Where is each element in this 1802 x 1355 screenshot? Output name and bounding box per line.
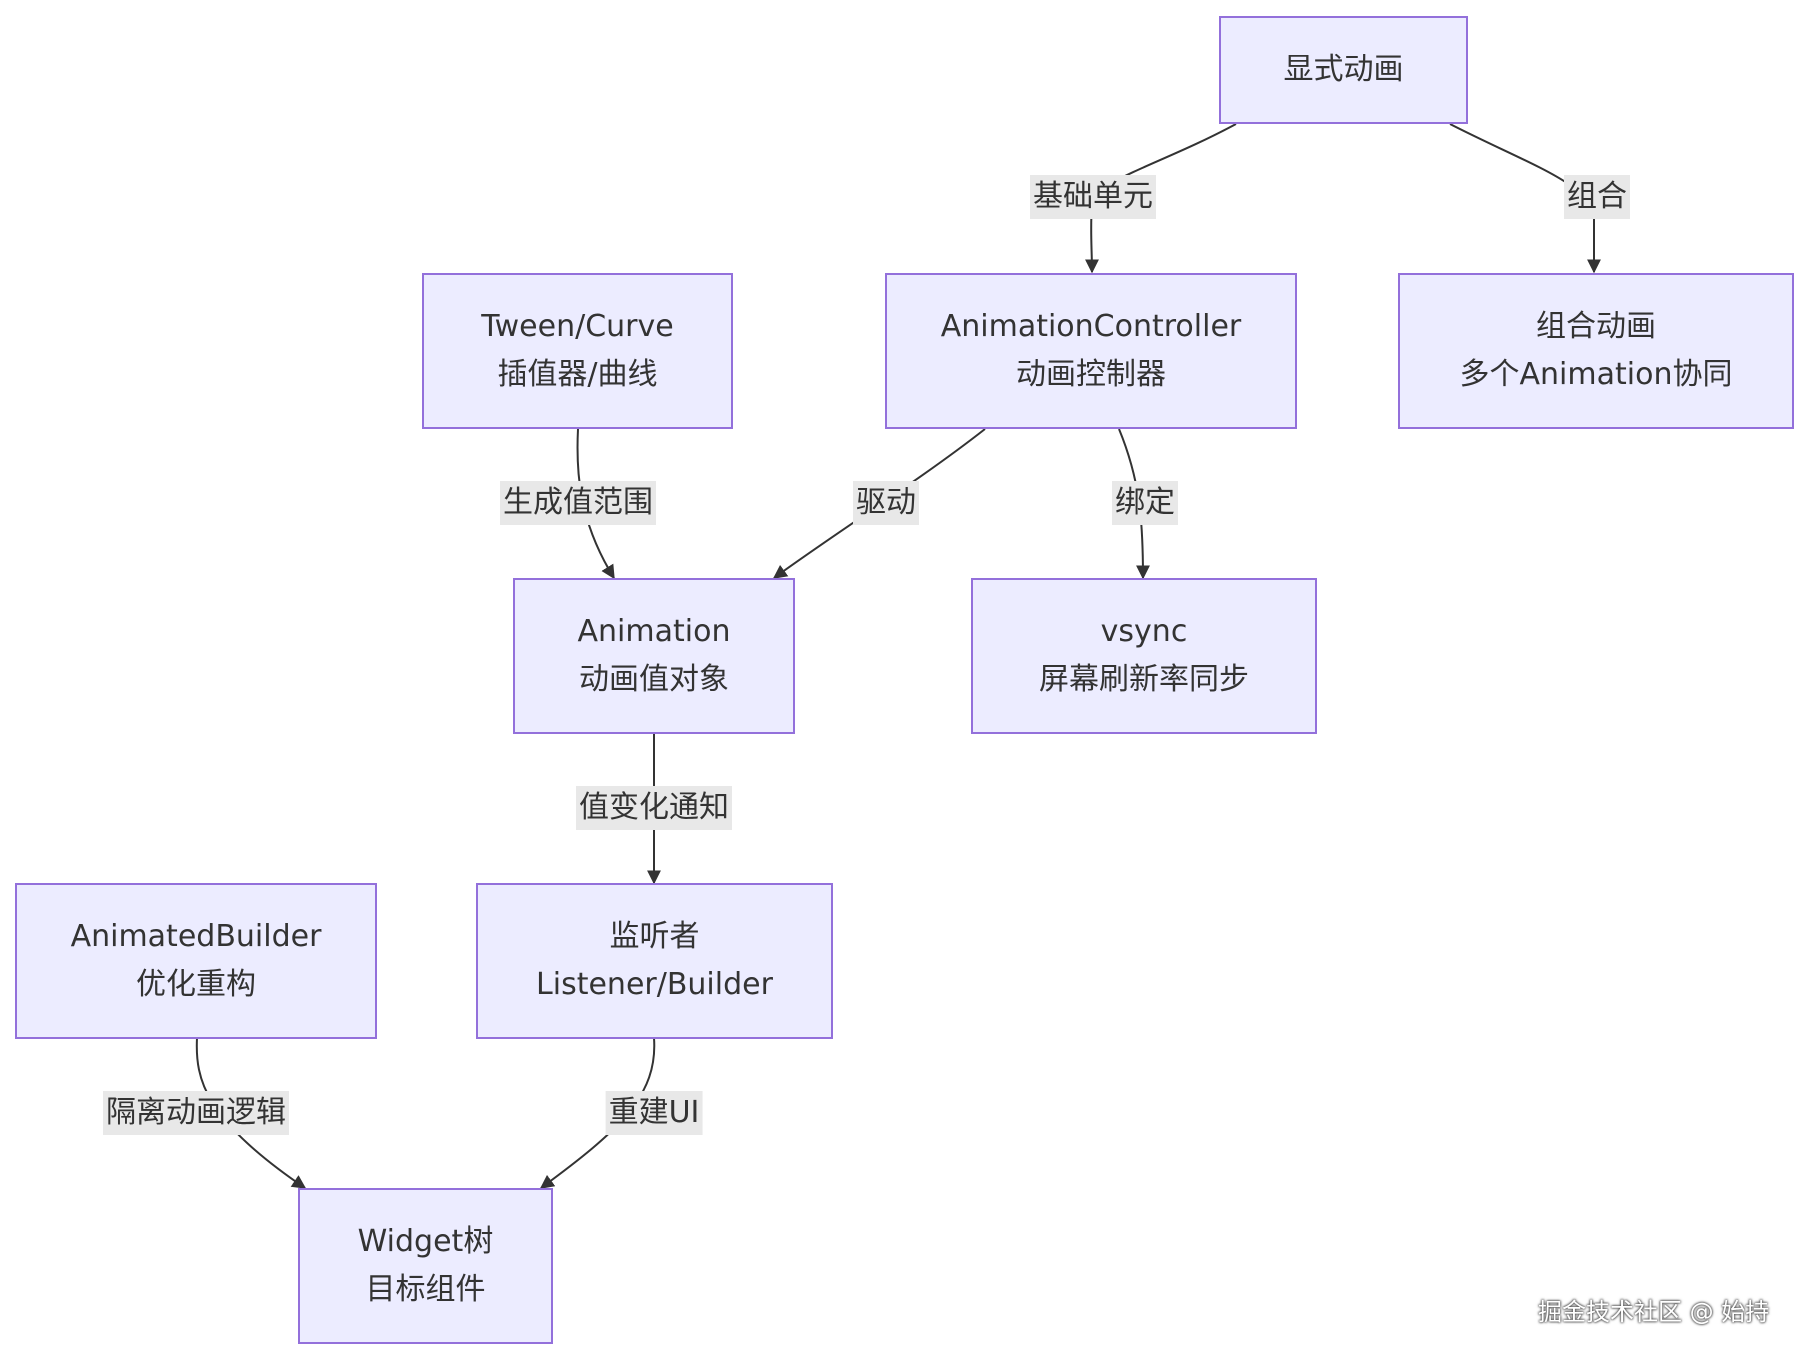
node-animated-builder: AnimatedBuilder 优化重构: [15, 883, 377, 1039]
node-sublabel: 目标组件: [365, 1272, 486, 1307]
node-label: 组合动画: [1536, 309, 1656, 344]
node-sublabel: 动画值对象: [579, 662, 729, 697]
node-widget-tree: Widget树 目标组件: [298, 1188, 553, 1344]
edge-label-value-range: 生成值范围: [500, 481, 656, 525]
node-label: vsync: [1100, 614, 1188, 649]
node-sublabel: 优化重构: [136, 967, 256, 1002]
node-sublabel: 动画控制器: [1016, 357, 1166, 392]
edge-label-basic-unit: 基础单元: [1030, 175, 1156, 219]
node-sublabel: 插值器/曲线: [497, 357, 658, 392]
edge-label-bind: 绑定: [1112, 481, 1178, 525]
watermark: 掘金技术社区 @ 始持: [1538, 1298, 1770, 1326]
node-label: Animation: [577, 614, 731, 649]
edge-label-value-notify: 值变化通知: [576, 786, 732, 830]
node-label: AnimationController: [940, 309, 1242, 344]
node-tween-curve: Tween/Curve 插值器/曲线: [422, 273, 733, 429]
node-label: 监听者: [609, 919, 700, 954]
edge-label-isolate-logic: 隔离动画逻辑: [103, 1091, 289, 1135]
edge-label-rebuild-ui: 重建UI: [605, 1091, 703, 1135]
node-sublabel: 屏幕刷新率同步: [1039, 662, 1249, 697]
node-label: AnimatedBuilder: [70, 919, 322, 954]
node-label: Tween/Curve: [481, 309, 674, 344]
node-animation: Animation 动画值对象: [513, 578, 795, 734]
node-label: Widget树: [357, 1224, 494, 1259]
node-label: 显式动画: [1283, 52, 1404, 87]
node-vsync: vsync 屏幕刷新率同步: [971, 578, 1317, 734]
node-explicit-animation: 显式动画: [1219, 16, 1468, 124]
node-animation-controller: AnimationController 动画控制器: [885, 273, 1297, 429]
node-sublabel: 多个Animation协同: [1459, 357, 1733, 392]
node-combined-animation: 组合动画 多个Animation协同: [1398, 273, 1794, 429]
node-sublabel: Listener/Builder: [536, 967, 773, 1002]
edge-label-combine: 组合: [1564, 175, 1630, 219]
edge-label-drive: 驱动: [853, 481, 919, 525]
node-listener: 监听者 Listener/Builder: [476, 883, 833, 1039]
